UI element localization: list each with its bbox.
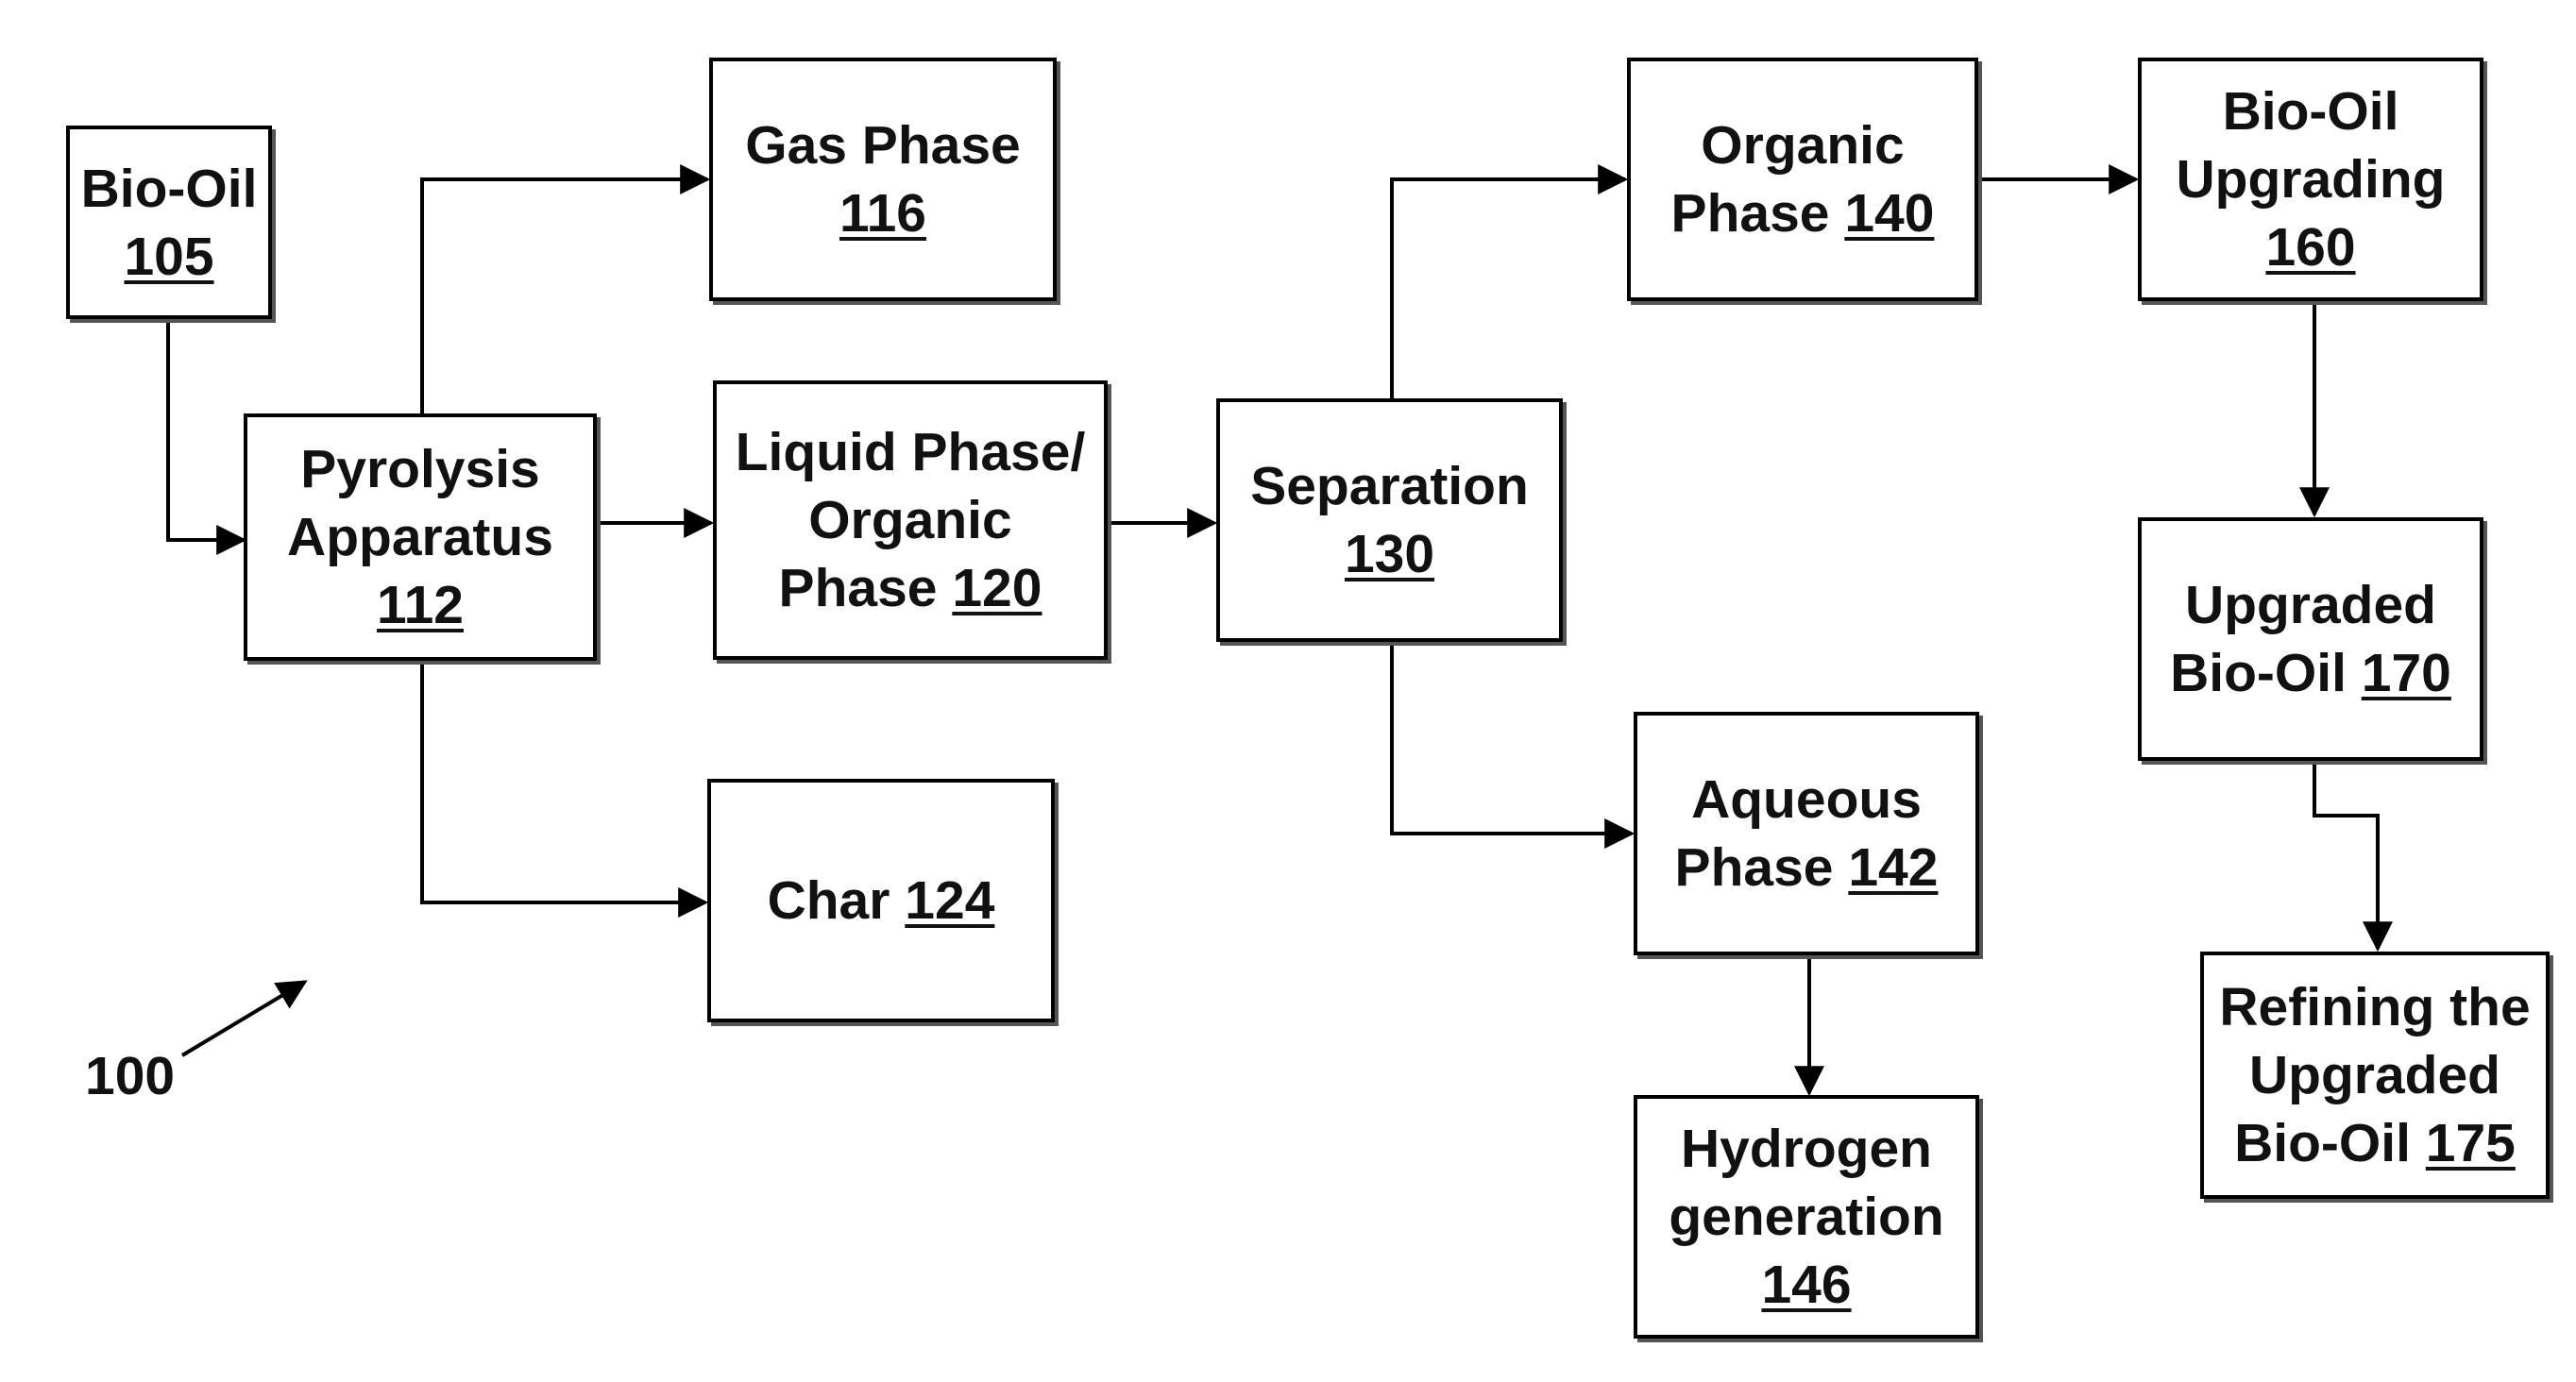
pyrolysis-number: 112 <box>377 571 464 639</box>
arrow-bio-oil-to-pyrolysis <box>168 323 244 540</box>
refining-box: Refining the Upgraded Bio-Oil 175 <box>2200 952 2550 1199</box>
upgrading-label-line1: Bio-Oil <box>2223 77 2399 145</box>
bio-oil-number: 105 <box>124 223 213 291</box>
upgrading-number: 160 <box>2265 213 2355 281</box>
char-number: 124 <box>905 870 994 931</box>
refining-number: 175 <box>2426 1113 2516 1173</box>
gas-phase-box: Gas Phase 116 <box>709 58 1057 301</box>
arrow-upgraded-to-refining <box>2314 763 2378 949</box>
aqueous-phase-number: 142 <box>1848 837 1938 898</box>
organic-phase-label-line2: Phase <box>1671 183 1830 244</box>
liquid-phase-label-line3: Phase <box>779 558 938 618</box>
separation-number: 130 <box>1345 520 1434 588</box>
organic-phase-number: 140 <box>1844 183 1934 244</box>
upgraded-label-line2: Bio-Oil <box>2170 643 2347 703</box>
char-box: Char 124 <box>707 779 1055 1022</box>
hydrogen-number: 146 <box>1761 1251 1851 1319</box>
organic-phase-box: Organic Phase 140 <box>1627 58 1978 301</box>
organic-phase-label-line1: Organic <box>1701 111 1904 179</box>
figure-reference-arrow <box>182 982 305 1055</box>
gas-phase-label: Gas Phase <box>745 111 1021 179</box>
arrow-separation-to-aqueous-phase <box>1392 644 1632 834</box>
pyrolysis-label-line1: Pyrolysis <box>300 435 540 503</box>
upgraded-bio-oil-box: Upgraded Bio-Oil 170 <box>2138 517 2483 761</box>
char-label: Char <box>768 870 890 931</box>
liquid-phase-box: Liquid Phase/ Organic Phase 120 <box>713 380 1108 660</box>
refining-label-line3: Bio-Oil <box>2234 1113 2411 1173</box>
upgrading-label-line2: Upgrading <box>2177 145 2446 213</box>
refining-label-line2: Upgraded <box>2249 1041 2500 1109</box>
figure-reference-label: 100 <box>85 1042 175 1110</box>
bio-oil-upgrading-box: Bio-Oil Upgrading 160 <box>2138 58 2483 301</box>
liquid-phase-label-line1: Liquid Phase/ <box>736 418 1086 486</box>
gas-phase-number: 116 <box>839 179 926 247</box>
refining-label-line1: Refining the <box>2219 973 2530 1041</box>
arrow-pyrolysis-to-char <box>422 661 705 902</box>
hydrogen-generation-box: Hydrogen generation 146 <box>1634 1095 1979 1339</box>
aqueous-phase-box: Aqueous Phase 142 <box>1634 712 1979 955</box>
arrow-pyrolysis-to-gas-phase <box>422 179 707 413</box>
hydrogen-label-line1: Hydrogen <box>1681 1115 1932 1183</box>
upgraded-number: 170 <box>2362 643 2451 703</box>
bio-oil-box: Bio-Oil 105 <box>66 126 272 319</box>
aqueous-phase-label-line1: Aqueous <box>1691 766 1922 834</box>
arrow-separation-to-organic-phase <box>1392 179 1625 398</box>
pyrolysis-apparatus-box: Pyrolysis Apparatus 112 <box>244 413 597 661</box>
liquid-phase-label-line2: Organic <box>808 486 1011 554</box>
liquid-phase-number: 120 <box>952 558 1042 618</box>
pyrolysis-label-line2: Apparatus <box>287 503 553 571</box>
upgraded-label-line1: Upgraded <box>2185 571 2436 639</box>
hydrogen-label-line2: generation <box>1669 1183 1943 1251</box>
separation-box: Separation 130 <box>1216 398 1563 642</box>
aqueous-phase-label-line2: Phase <box>1675 837 1834 898</box>
separation-label: Separation <box>1250 452 1529 520</box>
bio-oil-label: Bio-Oil <box>81 155 258 223</box>
